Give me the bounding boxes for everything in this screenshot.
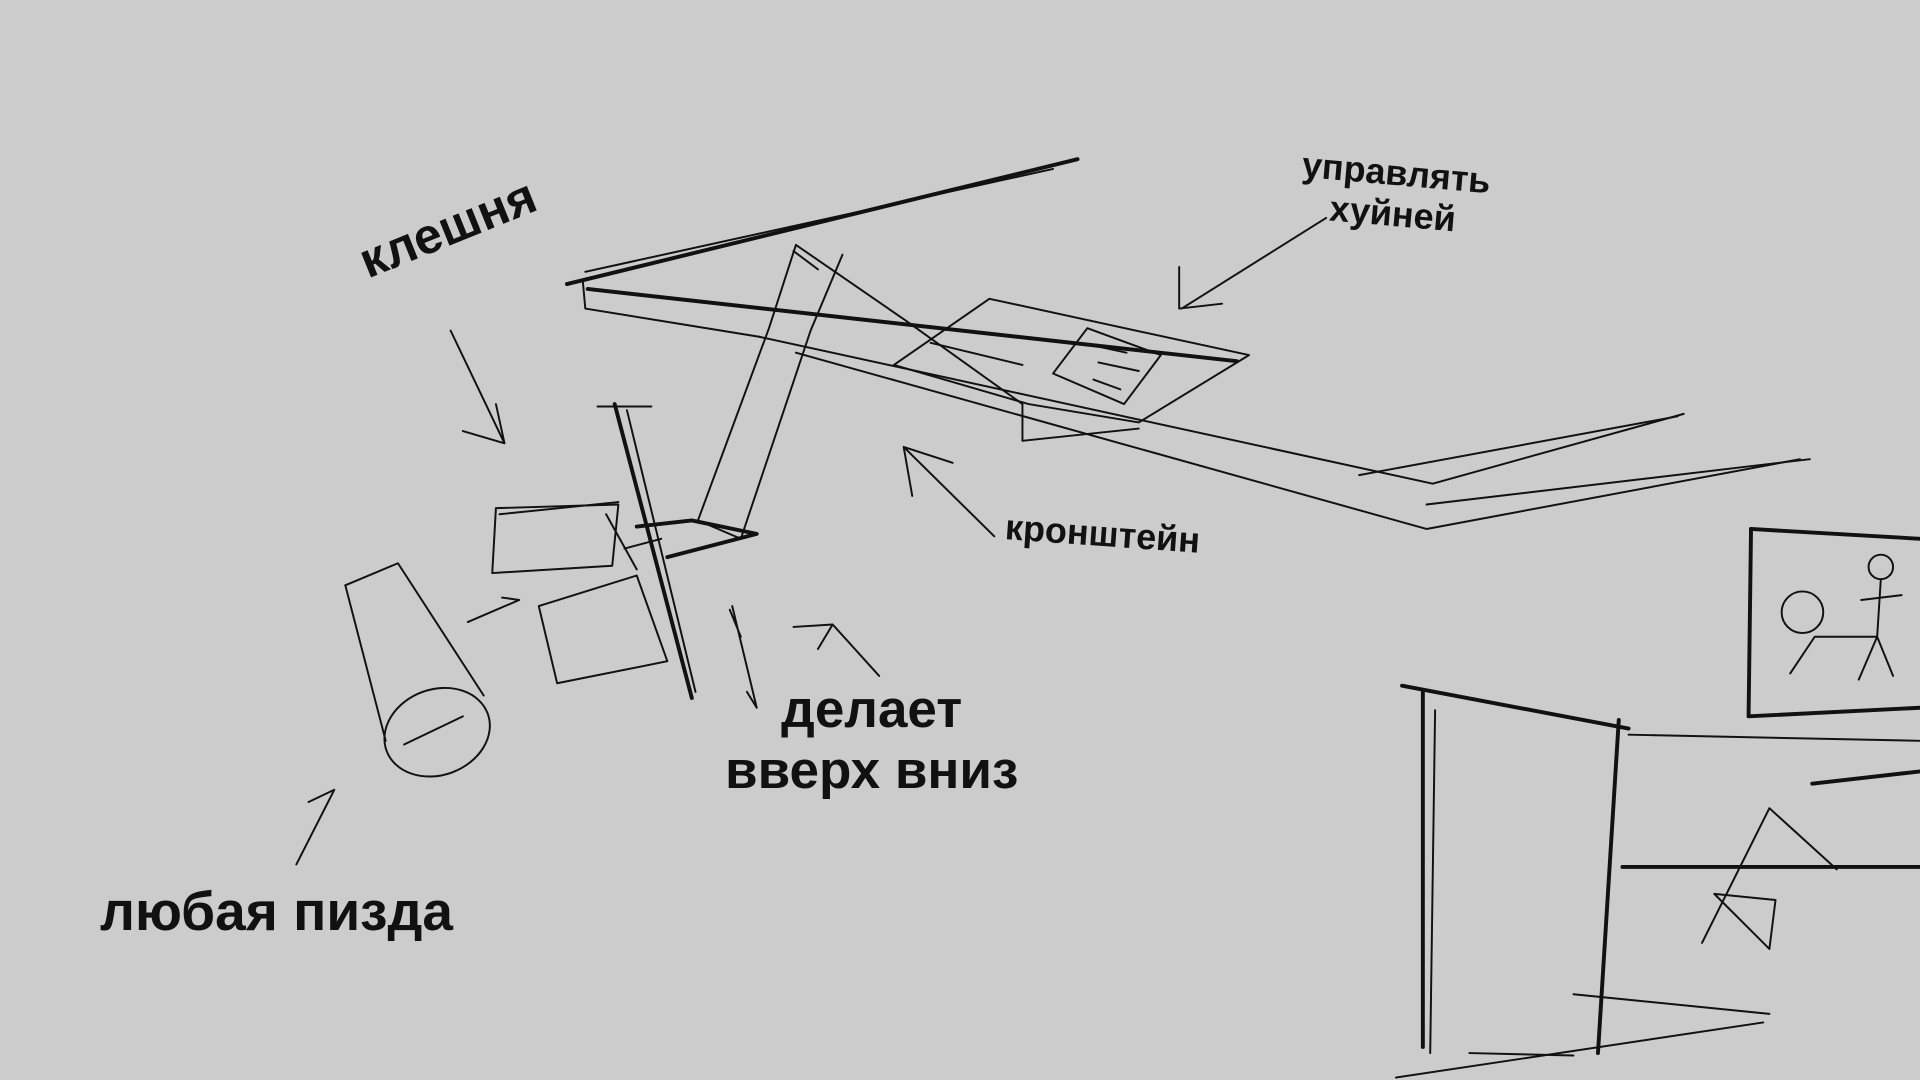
arrow-bracket — [902, 445, 996, 538]
bracket-arm — [696, 243, 844, 540]
arrows — [295, 216, 1328, 866]
label-any-object: любая пизда — [100, 880, 453, 942]
label-control-panel: управлять хуйней — [1297, 144, 1492, 243]
arrow-claw — [449, 329, 506, 445]
arrow-control — [1178, 216, 1328, 310]
control-panel — [794, 243, 1250, 442]
cylinder-object — [344, 562, 491, 778]
arrow-updown-2 — [792, 623, 881, 677]
label-up-down: делает вверх вниз — [725, 680, 1018, 802]
desk-with-monitor — [1394, 527, 1920, 1079]
label-updown-line2: вверх вниз — [725, 740, 1019, 800]
label-updown-line1: делает — [781, 680, 963, 739]
claw — [491, 402, 759, 700]
arrow-updown-1 — [728, 605, 758, 709]
arrow-cylinder — [466, 596, 521, 624]
arrow-any — [295, 788, 336, 866]
ceiling-beam — [564, 157, 1811, 530]
